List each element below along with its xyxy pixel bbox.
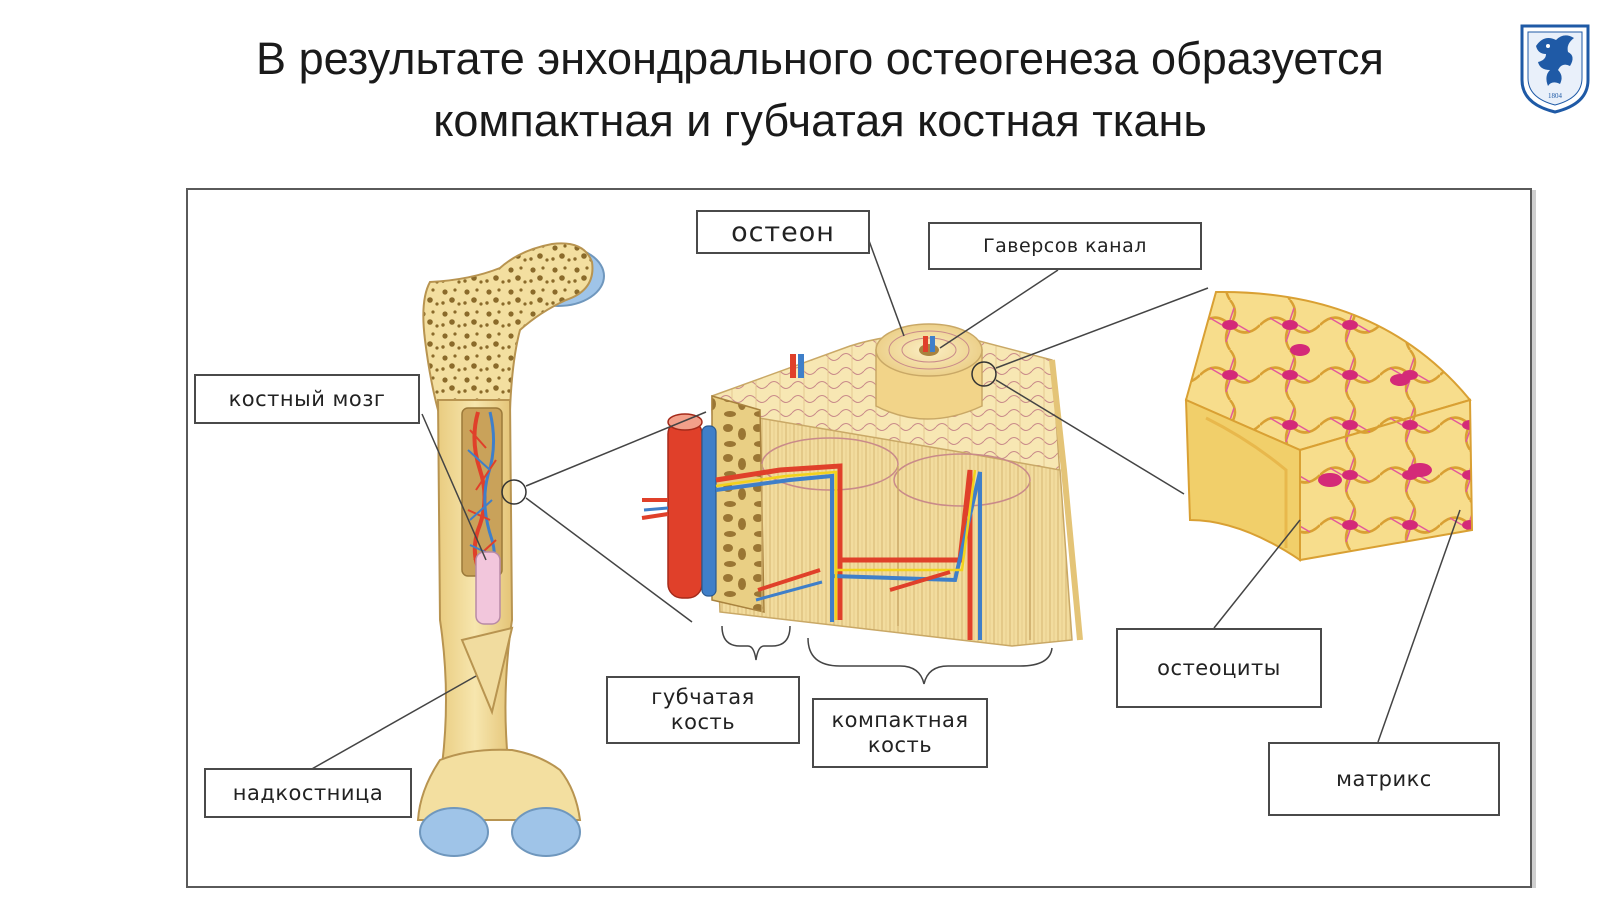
- title-line-1: В результате энхондрального остеогенеза …: [256, 33, 1384, 84]
- compact-brace: [807, 637, 1053, 685]
- block-spongy-face: [711, 395, 765, 613]
- label-compact-bone-line2: кость: [867, 733, 933, 757]
- label-haversian-canal: Гаверсов канал: [928, 222, 1202, 270]
- label-osteocytes-text: остеоциты: [1157, 655, 1281, 680]
- label-periosteum-text: надкостница: [232, 780, 384, 805]
- distal-epiphysis: [416, 748, 582, 821]
- osteon-cylinder: [875, 323, 983, 420]
- spongy-brace: [721, 625, 791, 661]
- frame-shadow: [1532, 190, 1536, 888]
- label-spongy-bone: губчатая кость: [606, 676, 800, 744]
- proximal-epiphysis: [422, 242, 594, 411]
- condyle-left: [419, 807, 489, 857]
- bone-section-block: [641, 323, 1083, 647]
- internal-nerve: [715, 469, 977, 620]
- label-compact-bone-line1: компактная: [831, 708, 969, 732]
- femur-zoom-circle: [501, 479, 527, 505]
- title-line-2: компактная и губчатая костная ткань: [433, 95, 1207, 146]
- condyle-right: [511, 807, 581, 857]
- wedge-cut-face: [1184, 398, 1301, 562]
- leader-lines: [309, 237, 1461, 771]
- label-periosteum: надкостница: [204, 768, 412, 818]
- label-spongy-bone-line1: губчатая: [651, 685, 755, 709]
- label-matrix: матрикс: [1268, 742, 1500, 816]
- block-zoom-circle: [971, 361, 997, 387]
- artery-large: [667, 419, 703, 599]
- label-matrix-text: матрикс: [1336, 766, 1432, 791]
- femur-illustration: [416, 242, 605, 857]
- label-bone-marrow-text: костный мозг: [228, 386, 386, 411]
- label-osteon-text: остеон: [731, 216, 835, 248]
- university-crest-icon: 1804: [1520, 24, 1590, 114]
- front-osteon-2: [893, 453, 1031, 507]
- label-compact-bone: компактная кость: [812, 698, 988, 768]
- label-spongy-bone-line2: кость: [670, 710, 736, 734]
- label-osteocytes: остеоциты: [1116, 628, 1322, 708]
- label-osteon: остеон: [696, 210, 870, 254]
- matrix-wedge: [1184, 290, 1474, 562]
- medullary-tube: [475, 551, 501, 625]
- haversian-canal-opening: [919, 344, 939, 356]
- logo-year: 1804: [1548, 92, 1563, 100]
- label-bone-marrow: костный мозг: [194, 374, 420, 424]
- slide-title: В результате энхондрального остеогенеза …: [120, 28, 1520, 152]
- periosteum-flap: [460, 626, 514, 716]
- vein-large: [701, 425, 717, 597]
- label-haversian-canal-text: Гаверсов канал: [983, 234, 1147, 257]
- internal-vessel-red: [715, 463, 973, 640]
